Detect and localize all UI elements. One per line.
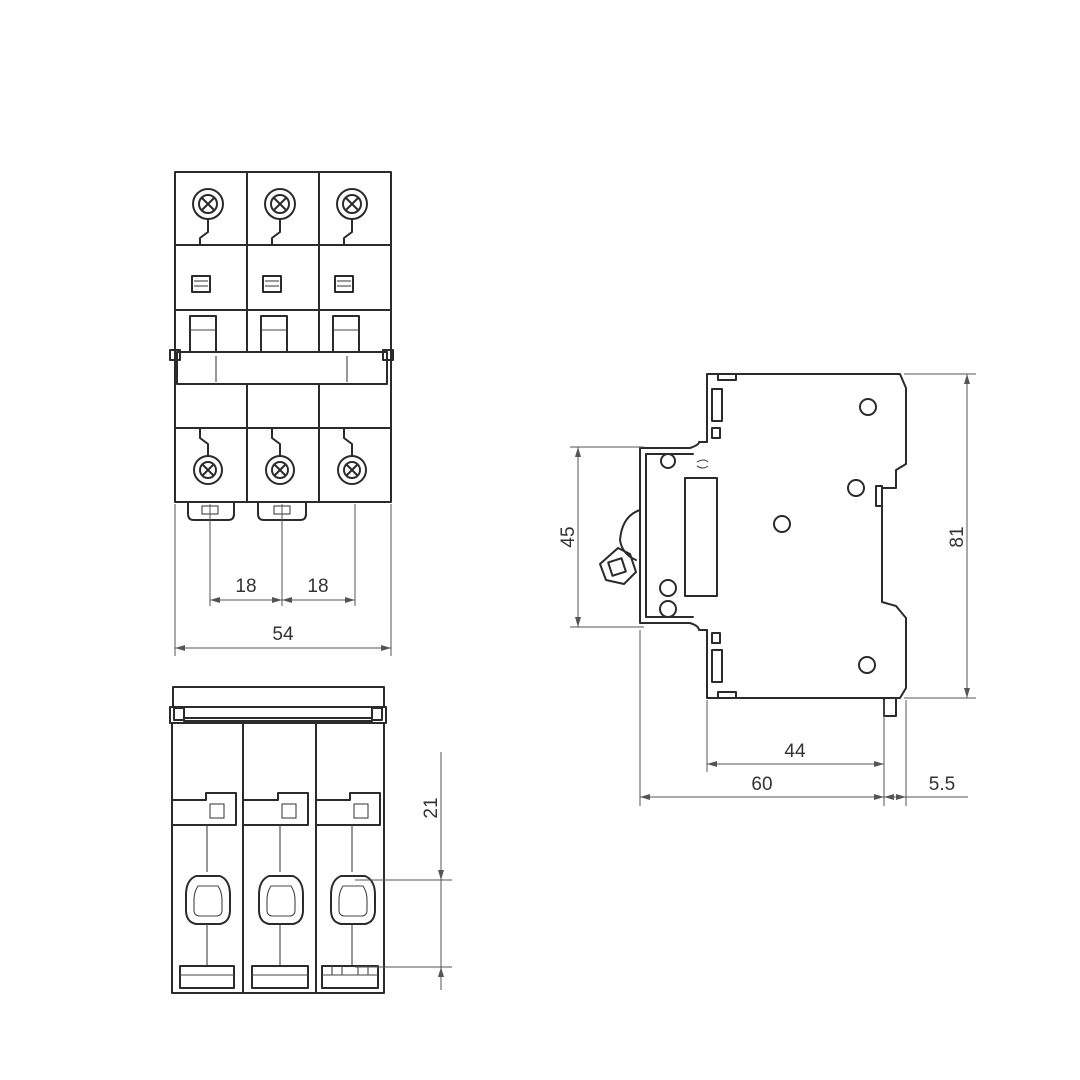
front-body-outline bbox=[174, 171, 392, 503]
rail-depth-label: 60 bbox=[751, 774, 772, 795]
top-terminal-screws bbox=[192, 188, 368, 246]
pole-pitch-label: 18 bbox=[307, 576, 328, 597]
bottom-pole-1 bbox=[171, 792, 237, 989]
status-windows bbox=[191, 275, 354, 293]
handle-tie-bar bbox=[169, 349, 394, 385]
terminal-screw-icon bbox=[337, 427, 367, 485]
bottom-view-dimensions: 21 bbox=[355, 752, 452, 990]
rear-step-label: 5.5 bbox=[929, 774, 955, 795]
bottom-pole-2 bbox=[242, 792, 309, 989]
front-view-dimensions: 18 18 54 bbox=[174, 504, 392, 656]
depth-offset-label: 21 bbox=[421, 797, 442, 818]
bottom-terminal-screws bbox=[193, 427, 367, 485]
din-rail-clips bbox=[187, 501, 307, 521]
rating-label-window bbox=[684, 477, 718, 597]
side-body-outline bbox=[639, 373, 907, 699]
front-height-label: 45 bbox=[558, 526, 579, 547]
terminal-screw-icon bbox=[264, 188, 296, 246]
total-width-label: 54 bbox=[272, 624, 294, 645]
bottom-view bbox=[169, 686, 387, 994]
terminal-screw-icon bbox=[193, 427, 223, 485]
terminal-screw-icon bbox=[192, 188, 224, 246]
front-view bbox=[169, 171, 394, 521]
terminal-screw-icon bbox=[336, 188, 368, 246]
pole-pitch-label: 18 bbox=[235, 576, 256, 597]
toggle-levers bbox=[189, 315, 360, 353]
side-view bbox=[599, 373, 907, 717]
body-depth-label: 44 bbox=[784, 741, 806, 762]
rivet-holes bbox=[659, 398, 877, 674]
side-view-dimensions: 45 81 44 60 5.5 bbox=[558, 373, 976, 806]
bottom-pole-3 bbox=[315, 792, 381, 989]
terminal-screw-icon bbox=[265, 427, 295, 485]
din-latch bbox=[599, 509, 641, 585]
total-height-label: 81 bbox=[947, 526, 968, 547]
